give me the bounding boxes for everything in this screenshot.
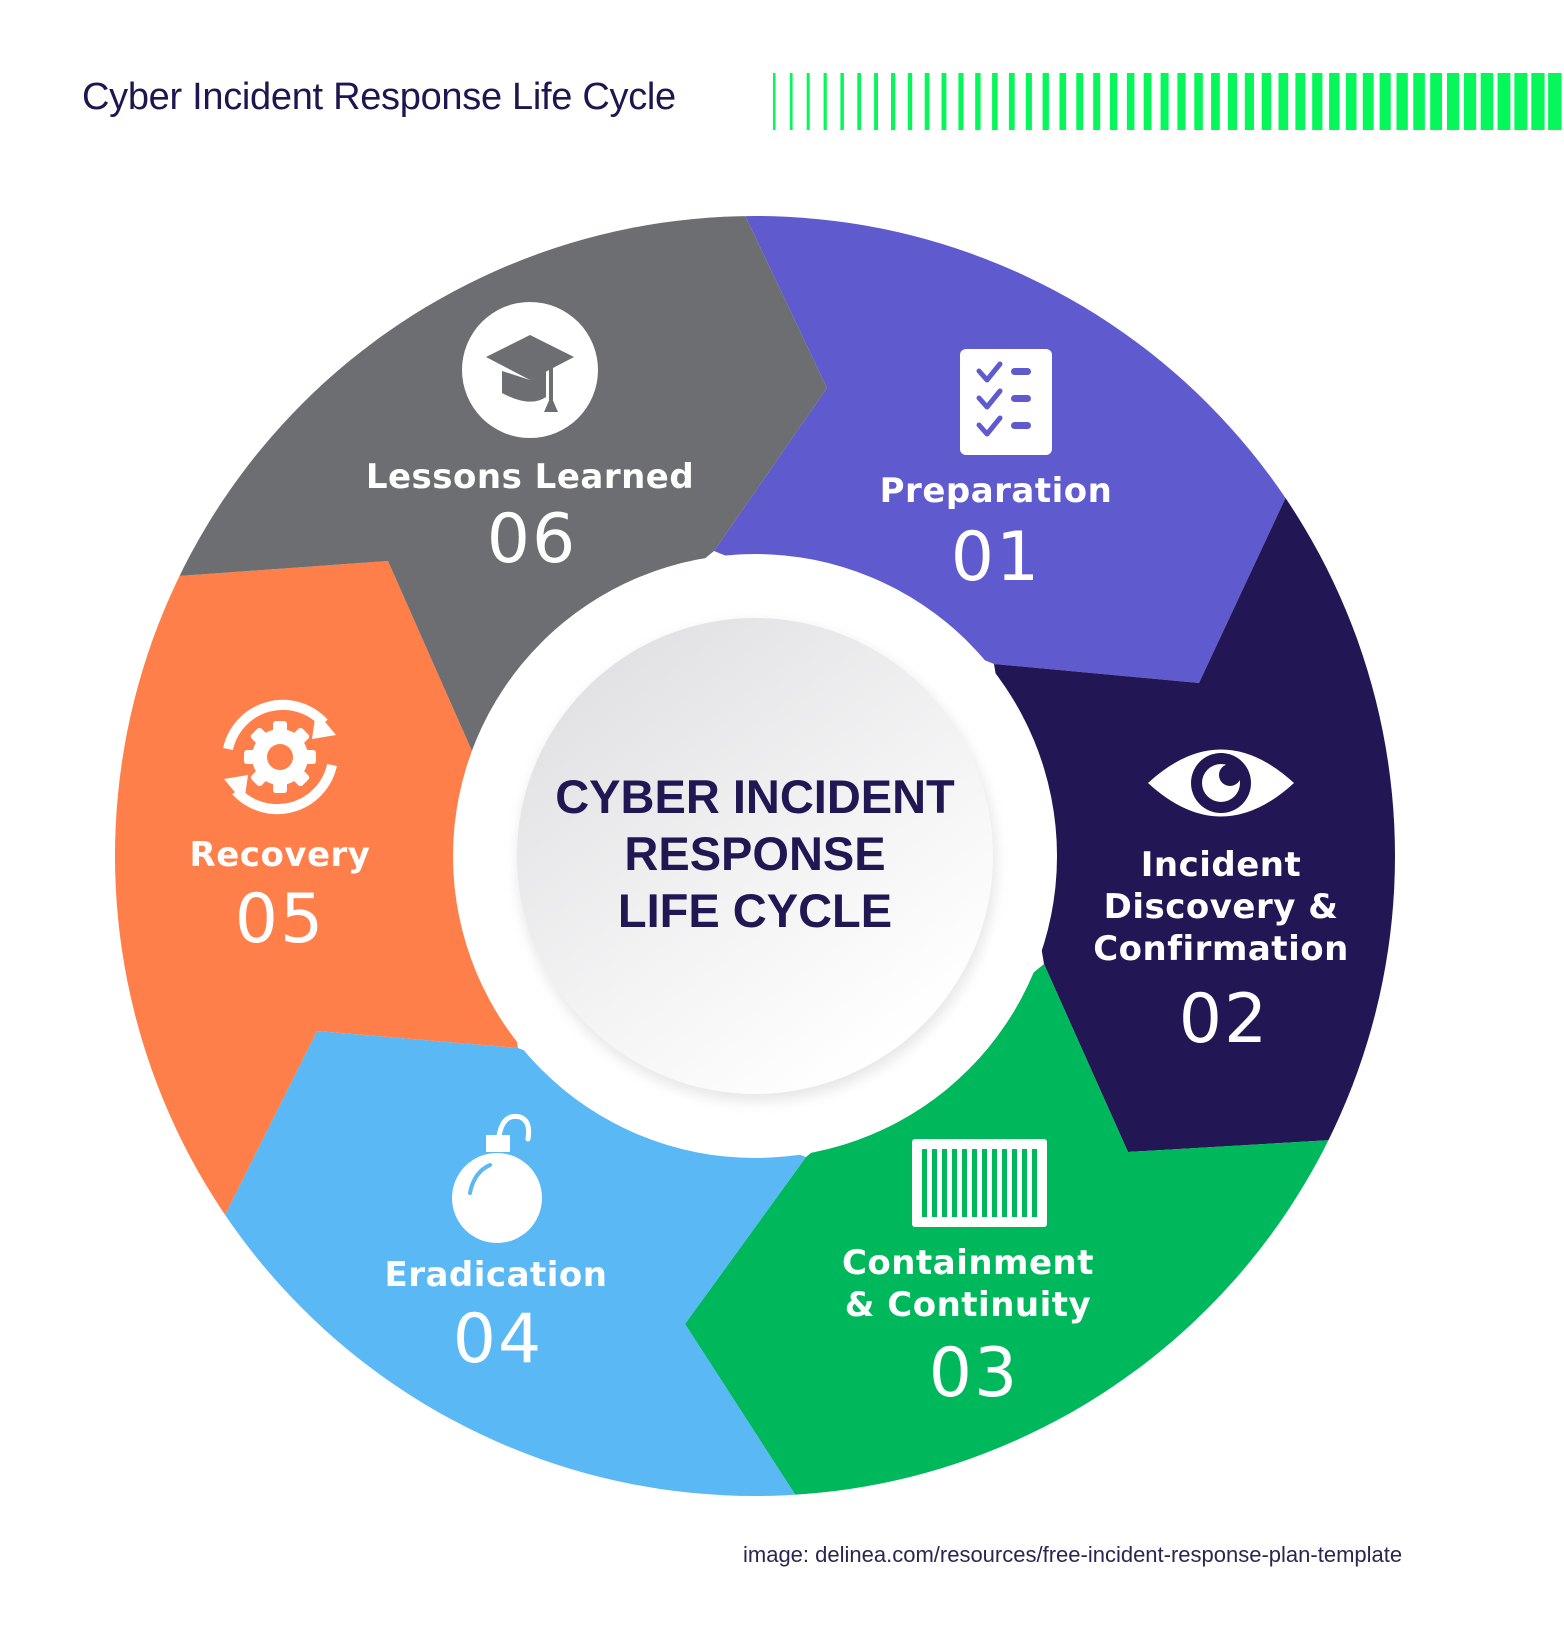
segment-label-01: Preparation (879, 471, 1113, 511)
page-title: Cyber Incident Response Life Cycle (82, 76, 676, 118)
segment-number-06: 06 (486, 500, 578, 579)
segment-label-03: Containment & Continuity (841, 1243, 1095, 1325)
segment-number-02: 02 (1178, 980, 1270, 1059)
center-title: CYBER INCIDENT RESPONSE LIFE CYCLE (555, 770, 955, 937)
segment-label-06: Lessons Learned (365, 457, 695, 497)
image-source-caption: image: delinea.com/resources/free-incide… (743, 1542, 1403, 1567)
decorative-green-bars (773, 73, 1564, 130)
segment-label-05: Recovery (189, 835, 371, 875)
checklist-icon (960, 349, 1052, 455)
segment-number-03: 03 (928, 1334, 1020, 1413)
segment-number-05: 05 (234, 880, 326, 959)
bomb-icon (452, 1113, 542, 1243)
segment-number-01: 01 (950, 518, 1042, 597)
segment-number-04: 04 (452, 1300, 544, 1379)
eye-icon (1148, 749, 1294, 817)
segment-label-02: Incident Discovery & Confirmation (1093, 845, 1349, 969)
segment-label-04: Eradication (384, 1255, 608, 1295)
gear-cycle-icon (223, 699, 337, 815)
graduation-cap-icon (462, 302, 598, 438)
segment-05-recovery (115, 561, 518, 1215)
center-disc (517, 618, 993, 1094)
container-icon (912, 1139, 1047, 1227)
